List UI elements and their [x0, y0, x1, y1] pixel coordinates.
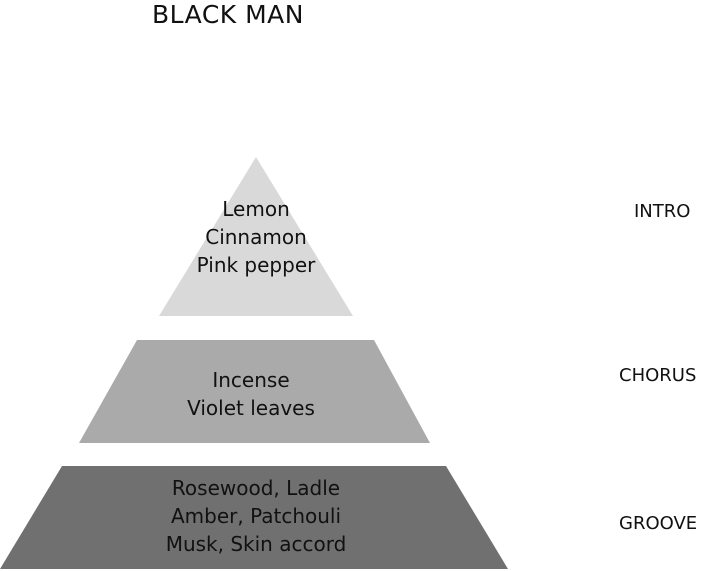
tier-label-chorus: CHORUS [619, 365, 697, 386]
pyramid-tier-middle [79, 340, 430, 443]
tier-label-intro: INTRO [634, 201, 691, 222]
note-item: Cinnamon [205, 225, 307, 249]
note-item: Lemon [222, 197, 290, 221]
note-item: Violet leaves [187, 396, 315, 420]
note-item: Incense [212, 368, 290, 392]
note-item: Musk, Skin accord [165, 532, 347, 556]
tier-bottom-notes: Rosewood, Ladle Amber, Patchouli Musk, S… [106, 474, 406, 558]
tier-label-groove: GROOVE [619, 513, 698, 534]
pyramid-tier-top [159, 157, 353, 316]
pyramid-tier-bottom [0, 466, 508, 569]
note-item: Amber, Patchouli [170, 504, 342, 528]
note-item: Pink pepper [196, 253, 316, 277]
diagram-title: BLACK MAN [152, 0, 304, 29]
note-item: Rosewood, Ladle [171, 476, 341, 500]
tier-middle-notes: Incense Violet leaves [116, 366, 386, 422]
tier-top-notes: Lemon Cinnamon Pink pepper [156, 195, 356, 279]
